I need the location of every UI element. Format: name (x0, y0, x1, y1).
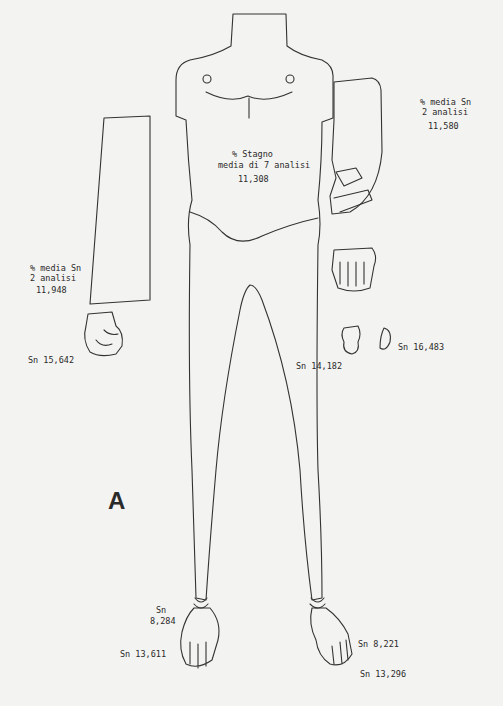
tin-value: Sn 16,483 (398, 343, 444, 352)
tin-value: Sn 14,182 (296, 362, 342, 371)
right-arm-detail (334, 168, 372, 212)
analysis-note: % media Sn (420, 98, 471, 107)
tin-value: Sn 8,221 (358, 640, 399, 649)
left-arm-fragment (90, 116, 150, 304)
sternum-line (248, 98, 249, 118)
right-arm-fragment (330, 78, 382, 214)
ankle-ring (194, 598, 208, 608)
figure-letter: A (108, 488, 125, 514)
left-foot (181, 608, 219, 668)
tin-value: Sn 13,611 (120, 650, 166, 659)
analysis-note: media di 7 analisi (218, 161, 310, 170)
analysis-note: 2 analisi (422, 108, 468, 117)
tin-value: Sn 13,296 (360, 670, 406, 679)
analysis-note: % media Sn (30, 264, 81, 273)
nipple (203, 75, 211, 83)
tin-percentage: 11,308 (238, 175, 269, 184)
tin-value: 8,284 (150, 617, 176, 626)
tin-value: Sn 15,642 (28, 356, 74, 365)
ankle-ring (310, 598, 325, 608)
right-hand (332, 248, 376, 291)
nipple (286, 75, 294, 83)
right-foot (311, 608, 352, 665)
tin-percentage: 11,948 (36, 286, 67, 295)
waist-break (190, 212, 318, 241)
fragment (342, 326, 360, 354)
fragment (380, 328, 390, 349)
tin-percentage: 11,580 (428, 122, 459, 131)
tin-value: Sn (156, 606, 166, 615)
analysis-note: % Stagno (232, 150, 273, 159)
torso-outline (176, 14, 333, 600)
analysis-note: 2 analisi (30, 274, 76, 283)
left-fist (85, 312, 123, 356)
